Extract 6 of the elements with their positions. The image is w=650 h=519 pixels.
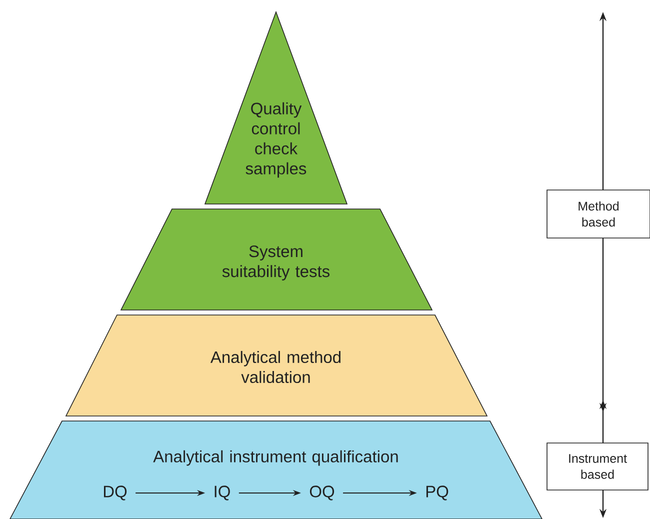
- category-box: Method based: [546, 190, 650, 238]
- stage-label: PQ: [426, 486, 448, 500]
- stage-label: OQ: [310, 486, 334, 500]
- stage-label: IQ: [214, 486, 230, 500]
- category-box: Instrument based: [546, 442, 648, 490]
- stage-label: DQ: [104, 486, 127, 500]
